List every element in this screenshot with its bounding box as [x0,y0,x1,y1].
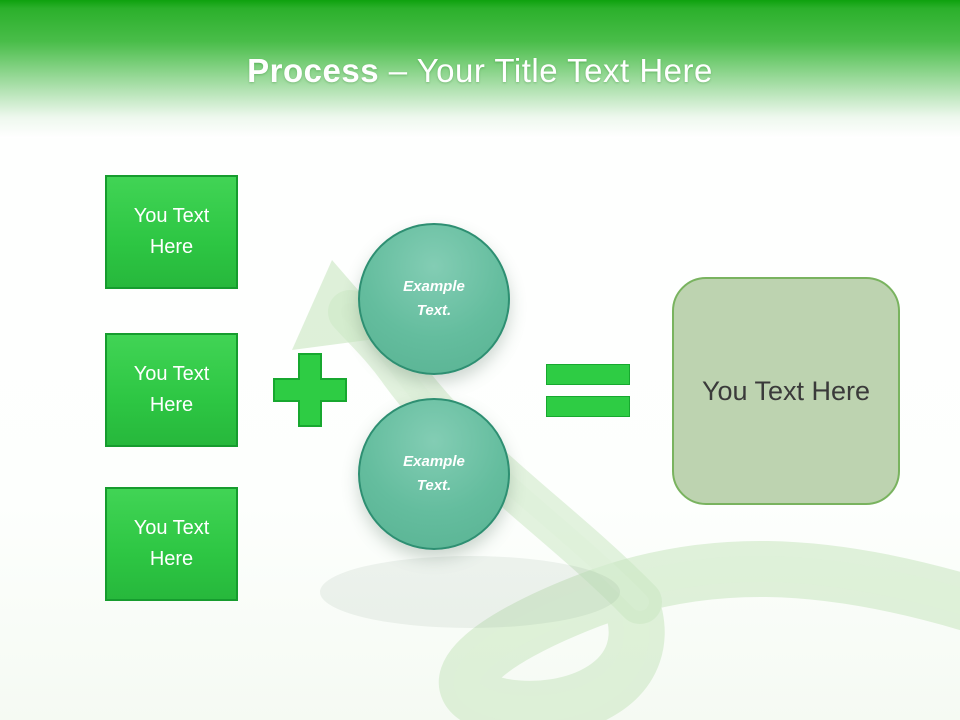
input-box-1-label: You Text Here [133,205,210,258]
header-banner [0,0,960,138]
equals-top-bar [546,364,630,385]
result-box: You Text Here [672,277,900,505]
input-box-3: You Text Here [105,487,238,601]
example-circle-2: Example Text. [358,398,510,550]
slide-title-rest: – Your Title Text Here [379,52,713,89]
result-box-label: You Text Here [701,375,871,406]
input-box-2: You Text Here [105,333,238,447]
plus-icon [273,353,347,427]
input-box-1: You Text Here [105,175,238,289]
slide-title: Process – Your Title Text Here [0,52,960,90]
example-circle-1: Example Text. [358,223,510,375]
example-circle-1-label: Example Text. [403,278,465,319]
input-box-2-label: You Text Here [133,363,210,416]
equals-bottom-bar [546,396,630,417]
example-circle-2-label: Example Text. [403,453,465,494]
slide-title-bold: Process [247,52,380,89]
equals-icon [546,364,630,417]
input-box-3-label: You Text Here [133,517,210,570]
